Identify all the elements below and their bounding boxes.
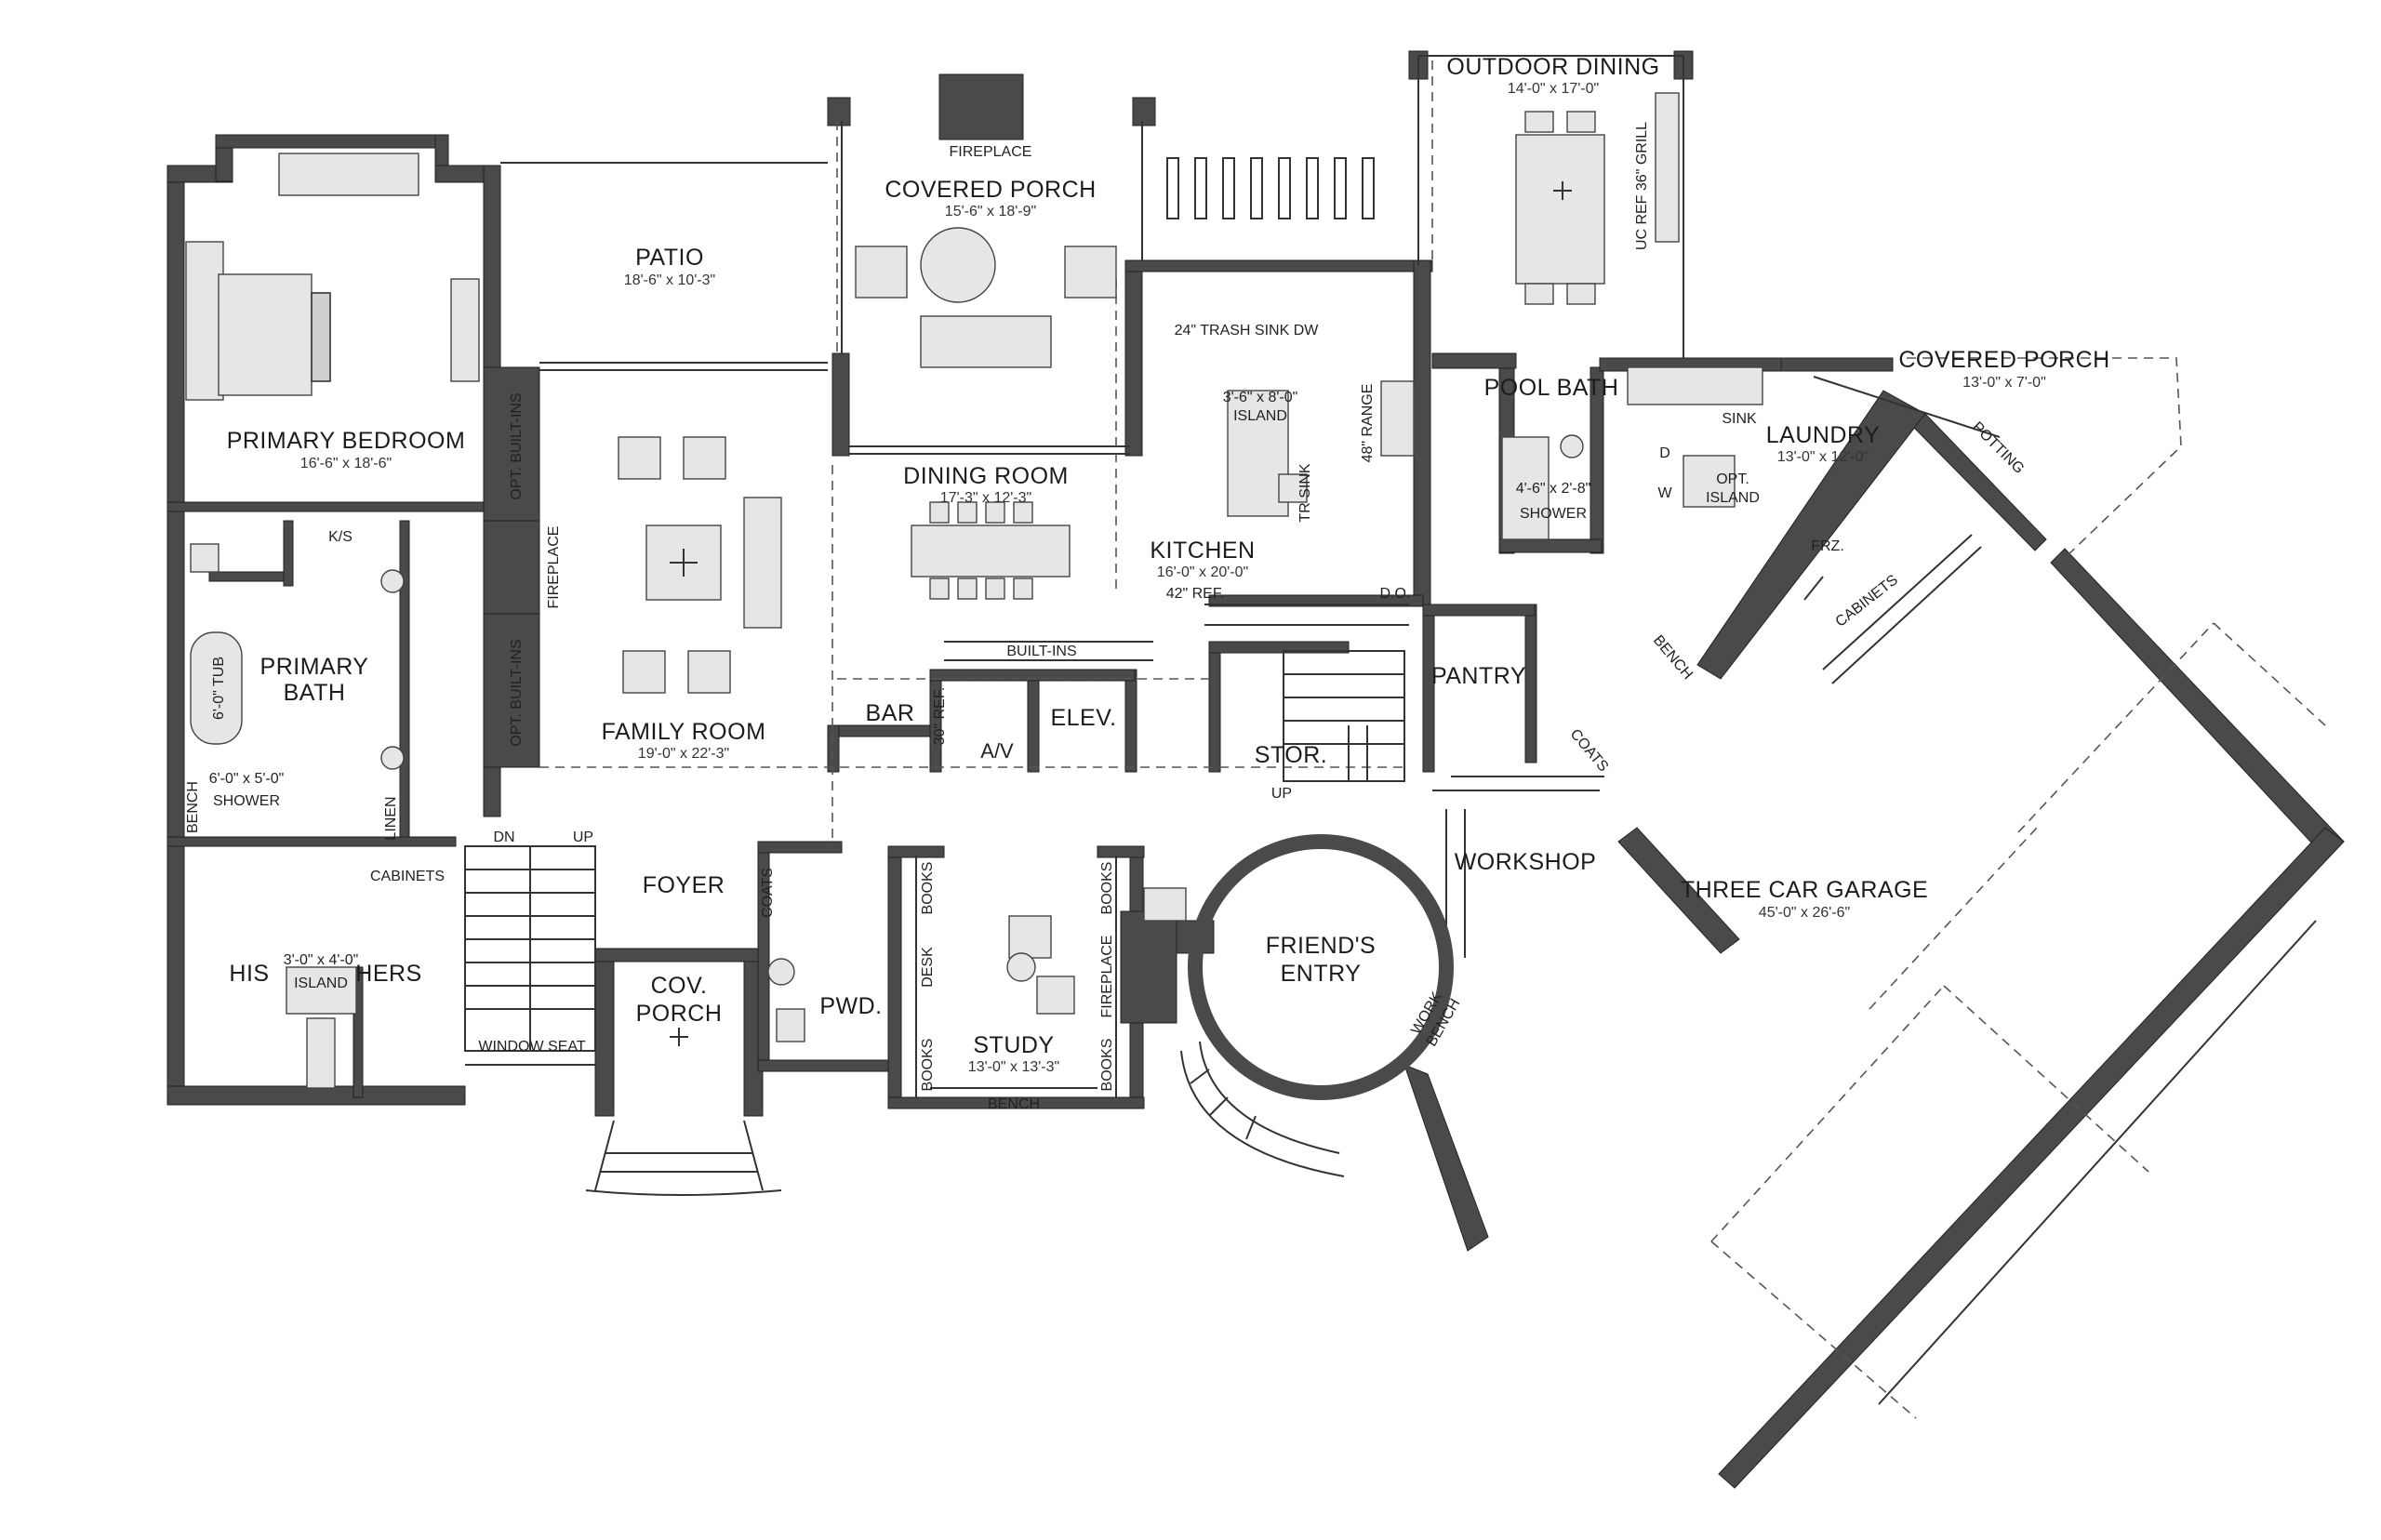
label-coats-foyer: COATS	[760, 868, 776, 918]
label-range: 48" RANGE	[1360, 384, 1376, 463]
label-window-seat: WINDOW SEAT	[478, 1039, 585, 1055]
room-name-outdoor-dining: OUTDOOR DINING	[1446, 54, 1659, 80]
label-up-main: UP	[573, 830, 593, 845]
room-dim-outdoor-dining: 14'-0" x 17'-0"	[1508, 81, 1599, 97]
room-name-pwd: PWD.	[819, 993, 882, 1019]
label-linen: LINEN	[383, 796, 399, 840]
walls	[166, 50, 2345, 1489]
label-opt-island-2: ISLAND	[1706, 490, 1760, 506]
room-name-pool-bath: POOL BATH	[1484, 375, 1619, 401]
label-d: D	[1659, 445, 1670, 461]
label-shower-dim: 4'-6" x 2'-8"	[1516, 481, 1591, 497]
label-books-2: BOOKS	[920, 1039, 936, 1092]
room-dim-primary-bedroom: 16'-6" x 18'-6"	[300, 456, 392, 471]
room-dim-family-room: 19'-0" x 22'-3"	[638, 746, 729, 762]
label-w: W	[1657, 485, 1672, 501]
centre-marks	[670, 181, 1572, 1046]
label-bench-primary: BENCH	[185, 781, 201, 833]
room-name-primary-bath-2: BATH	[284, 680, 346, 706]
label-sink: SINK	[1722, 411, 1757, 427]
room-name-patio: PATIO	[635, 245, 704, 271]
room-name-three-car-garage: THREE CAR GARAGE	[1681, 877, 1928, 903]
room-name-friends-entry-1: FRIEND'S	[1266, 933, 1377, 959]
room-dim-covered-porch-rear: 15'-6" x 18'-9"	[945, 204, 1036, 219]
label-bench-study: BENCH	[988, 1096, 1040, 1112]
room-dim-patio: 18'-6" x 10'-3"	[624, 272, 715, 288]
label-shower-primary: SHOWER	[213, 793, 280, 809]
label-fireplace-study: FIREPLACE	[1099, 936, 1115, 1018]
room-name-covered-porch-side: COVERED PORCH	[1898, 347, 2109, 373]
room-name-cov-porch-1: COV.	[651, 973, 708, 999]
label-shower-primary-dim: 6'-0" x 5'-0"	[209, 771, 285, 787]
thin-lines	[465, 55, 2326, 1419]
label-shower: SHOWER	[1520, 506, 1587, 522]
room-dim-study: 13'-0" x 13'-3"	[968, 1059, 1059, 1075]
label-tr-sink: TR SINK	[1297, 463, 1313, 522]
room-name-primary-bath-1: PRIMARY	[260, 654, 369, 680]
furniture	[185, 92, 1763, 1089]
label-island: ISLAND	[1233, 408, 1287, 424]
label-books-1: BOOKS	[920, 862, 936, 915]
label-opt-builtins-top: OPT. BUILT-INS	[509, 392, 525, 499]
label-tub: 6'-0" TUB	[211, 657, 227, 720]
label-closet-island: ISLAND	[294, 976, 348, 991]
room-name-kitchen: KITCHEN	[1150, 538, 1255, 564]
room-name-study: STUDY	[973, 1032, 1054, 1058]
room-name-family-room: FAMILY ROOM	[602, 719, 766, 745]
room-name-his: HIS	[229, 961, 269, 987]
label-do: D.O.	[1380, 586, 1411, 602]
room-name-covered-porch-rear: COVERED PORCH	[885, 177, 1096, 203]
room-dim-dining-room: 17'-3" x 12'-3"	[940, 490, 1031, 506]
room-dim-three-car-garage: 45'-0" x 26'-6"	[1759, 905, 1850, 921]
room-name-primary-bedroom: PRIMARY BEDROOM	[227, 428, 466, 454]
label-island-dim: 3'-6" x 8'-0"	[1223, 390, 1298, 405]
room-dim-laundry: 13'-0" x 12'-0"	[1777, 449, 1869, 465]
room-name-friends-entry-2: ENTRY	[1281, 961, 1362, 987]
label-books-3: BOOKS	[1099, 862, 1115, 915]
label-av: A/V	[980, 739, 1014, 763]
label-grill: UC REF 36" GRILL	[1634, 122, 1650, 250]
label-cabinets-closet: CABINETS	[370, 869, 445, 884]
room-name-dining-room: DINING ROOM	[903, 463, 1069, 489]
label-closet-island-dim: 3'-0" x 4'-0"	[284, 952, 359, 968]
label-opt-builtins-bottom: OPT. BUILT-INS	[509, 639, 525, 746]
label-bench-laundry: BENCH	[1650, 632, 1696, 683]
room-labels: PRIMARY BEDROOM 16'-6" x 18'-6" PATIO 18…	[227, 54, 2110, 1075]
label-dn: DN	[493, 830, 514, 845]
room-dim-covered-porch-side: 13'-0" x 7'-0"	[1962, 375, 2046, 391]
label-ks: K/S	[328, 529, 352, 545]
room-name-stor: STOR.	[1255, 742, 1327, 768]
label-up-friend: UP	[1271, 786, 1292, 802]
label-fireplace-family: FIREPLACE	[546, 526, 562, 609]
label-builtins: BUILT-INS	[1006, 644, 1076, 659]
label-fireplace-porch: FIREPLACE	[950, 144, 1032, 160]
label-coats-garage: COATS	[1567, 726, 1612, 775]
label-books-4: BOOKS	[1099, 1039, 1115, 1092]
label-ref-30: 30" REF.	[932, 687, 948, 746]
label-cabinets-laundry: CABINETS	[1832, 572, 1901, 631]
label-ref-42: 42" REF.	[1166, 586, 1225, 602]
friends-entry-rotunda	[1180, 834, 1454, 1177]
room-name-pantry: PANTRY	[1431, 663, 1526, 689]
room-name-laundry: LAUNDRY	[1766, 422, 1881, 448]
room-name-workshop: WORKSHOP	[1455, 849, 1597, 875]
room-name-elev: ELEV.	[1050, 705, 1116, 731]
label-desk: DESK	[920, 947, 936, 988]
label-trash-sink-dw: 24" TRASH SINK DW	[1175, 323, 1320, 339]
stairs	[464, 157, 1405, 1196]
label-frz: FRZ.	[1811, 538, 1844, 554]
room-name-bar: BAR	[866, 700, 915, 726]
label-opt-island-1: OPT.	[1716, 471, 1749, 487]
room-name-cov-porch-2: PORCH	[636, 1001, 723, 1027]
room-dim-kitchen: 16'-0" x 20'-0"	[1157, 564, 1248, 580]
room-name-hers: HERS	[355, 961, 421, 987]
room-name-foyer: FOYER	[643, 872, 725, 898]
